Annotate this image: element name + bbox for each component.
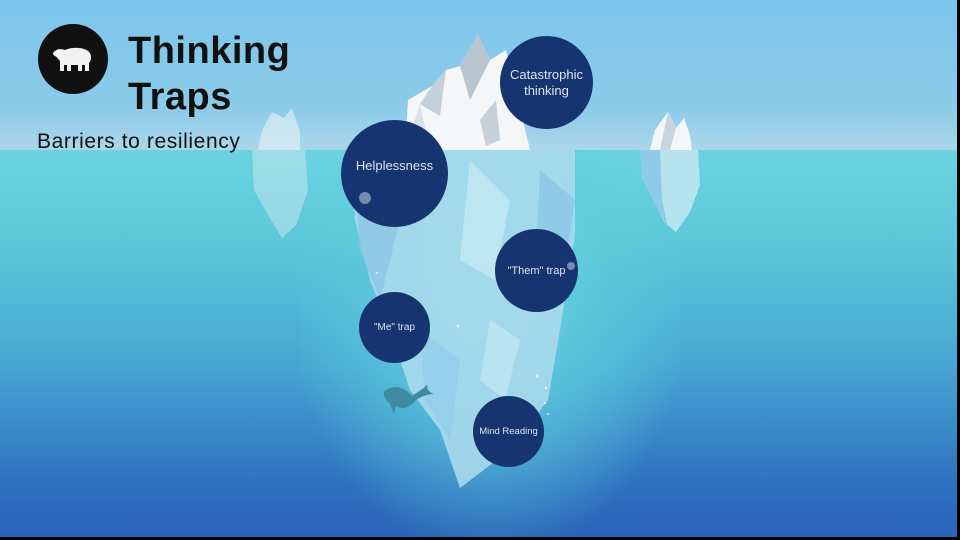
trap-them[interactable]: "Them" trap [495, 229, 578, 312]
right-iceberg-icon [640, 112, 700, 232]
bubble-dot [567, 262, 575, 270]
air-bubbles [375, 271, 549, 415]
logo [38, 24, 108, 94]
trap-me[interactable]: "Me" trap [359, 292, 430, 363]
trap-mind-reading[interactable]: Mind Reading [473, 396, 544, 467]
trap-label: Mind Reading [479, 426, 538, 437]
trap-label: "Me" trap [373, 322, 415, 333]
trap-helplessness[interactable]: Helplessness [341, 120, 448, 227]
trap-label: Helplessness [355, 158, 434, 173]
bubble-dot [359, 192, 371, 204]
trap-label: "Them" trap [507, 264, 566, 277]
trap-catastrophic-thinking[interactable]: Catastrophic thinking [500, 36, 593, 129]
whale-icon [383, 384, 434, 414]
title-line-1: Thinking [128, 30, 291, 72]
trap-label-line-1: Catastrophic [510, 66, 583, 82]
trap-label-line-2: thinking [524, 82, 569, 98]
polar-bear-icon [52, 47, 92, 71]
title-line-2: Traps [128, 76, 232, 118]
left-iceberg-icon [252, 108, 308, 238]
page-title: Thinking Traps [128, 28, 290, 120]
page-subtitle: Barriers to resiliency [37, 130, 241, 153]
